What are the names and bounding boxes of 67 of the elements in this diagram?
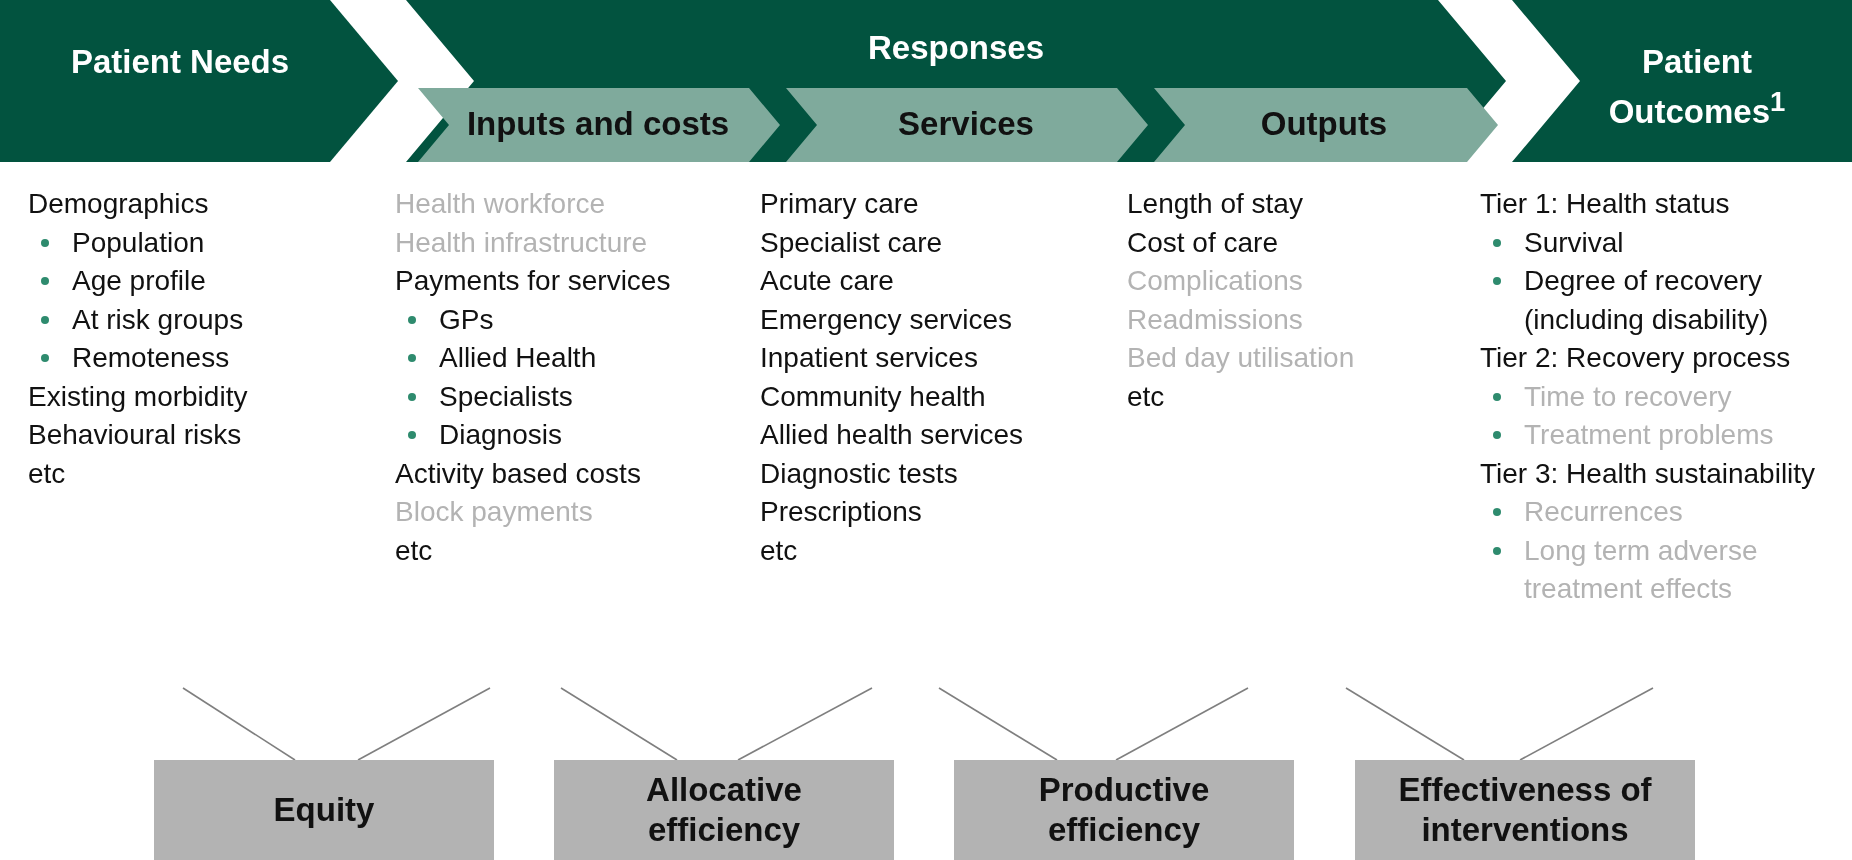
stage-heading: Services (898, 105, 1034, 142)
list-item: Community health (760, 379, 986, 414)
connector-line (182, 687, 296, 761)
list-item: Tier 2: Recovery process (1480, 341, 1791, 375)
stage-heading: Outputs (1260, 105, 1388, 142)
list-item: Inpatient services (760, 341, 978, 375)
list-item: GPs (439, 302, 494, 337)
chevron-banner (406, 0, 1506, 162)
list-item: Primary care (760, 187, 919, 221)
connector-line (1345, 687, 1465, 761)
list-item: Acute care (760, 264, 894, 298)
category-box: Effectiveness of interventions (1355, 760, 1695, 860)
list-item: Diagnostic tests (760, 456, 958, 491)
stage-heading: Inputs and costs (466, 105, 730, 142)
list-item: Bed day utilisation (1127, 341, 1355, 375)
list-item: etc (395, 533, 433, 568)
list-item: Allied health services (760, 418, 1024, 452)
list-item: Health infrastructure (395, 225, 648, 260)
list-item: Demographics (28, 187, 209, 221)
list-item: Remoteness (72, 341, 230, 375)
connector-line (938, 687, 1058, 761)
list-item: Emergency services (760, 302, 1013, 337)
list-item: Degree of recovery (including disability) (1524, 264, 1770, 337)
list-item: Tier 3: Health sustainability (1480, 456, 1816, 491)
list-item: Time to recovery (1524, 379, 1732, 414)
list-item: Health workforce (395, 187, 606, 221)
list-item: etc (1127, 379, 1165, 414)
chevron-banner (786, 88, 1148, 162)
chevron-banner (1512, 0, 1852, 162)
list-item: Block payments (395, 495, 593, 529)
list-item: Treatment problems (1524, 418, 1774, 452)
chevron-banner (418, 88, 780, 162)
connector-line (1519, 687, 1654, 761)
chevron-banner (1154, 88, 1498, 162)
list-item: Tier 1: Health status (1480, 187, 1730, 221)
connector-line (1115, 687, 1249, 761)
connector-line (737, 687, 873, 761)
list-item: Readmissions (1127, 302, 1303, 337)
list-item: Existing morbidity (28, 379, 248, 414)
list-item: Complications (1127, 264, 1303, 298)
list-item: Population (72, 225, 205, 260)
list-item: Age profile (72, 264, 206, 298)
connector-line (560, 687, 678, 761)
list-item: Recurrences (1524, 495, 1683, 529)
list-item: Length of stay (1127, 187, 1303, 221)
category-box: Equity (154, 760, 494, 860)
list-item: Cost of care (1127, 225, 1278, 260)
list-item: Allied Health (439, 341, 597, 375)
list-item: Specialists (439, 379, 573, 414)
list-item: etc (28, 456, 66, 491)
category-box: Allocative efficiency (554, 760, 894, 860)
list-item: etc (760, 533, 798, 568)
list-item: Survival (1524, 225, 1624, 260)
list-item: Activity based costs (395, 456, 641, 491)
list-item: Prescriptions (760, 495, 922, 529)
banner-heading: Responses (867, 29, 1045, 66)
list-item: Behavioural risks (28, 418, 242, 452)
list-item: Long term adverse treatment effects (1524, 533, 1759, 606)
list-item: Diagnosis (439, 418, 562, 452)
list-item: At risk groups (72, 302, 244, 337)
banner-heading: Patient Outcomes$^{1}$ (1608, 43, 1786, 130)
list-item: Payments for services (395, 264, 671, 298)
list-item: Specialist care (760, 225, 943, 260)
connector-line (357, 687, 491, 761)
category-box: Productive efficiency (954, 760, 1294, 860)
banner-heading: Patient Needs (70, 43, 290, 80)
chevron-banner (0, 0, 398, 162)
